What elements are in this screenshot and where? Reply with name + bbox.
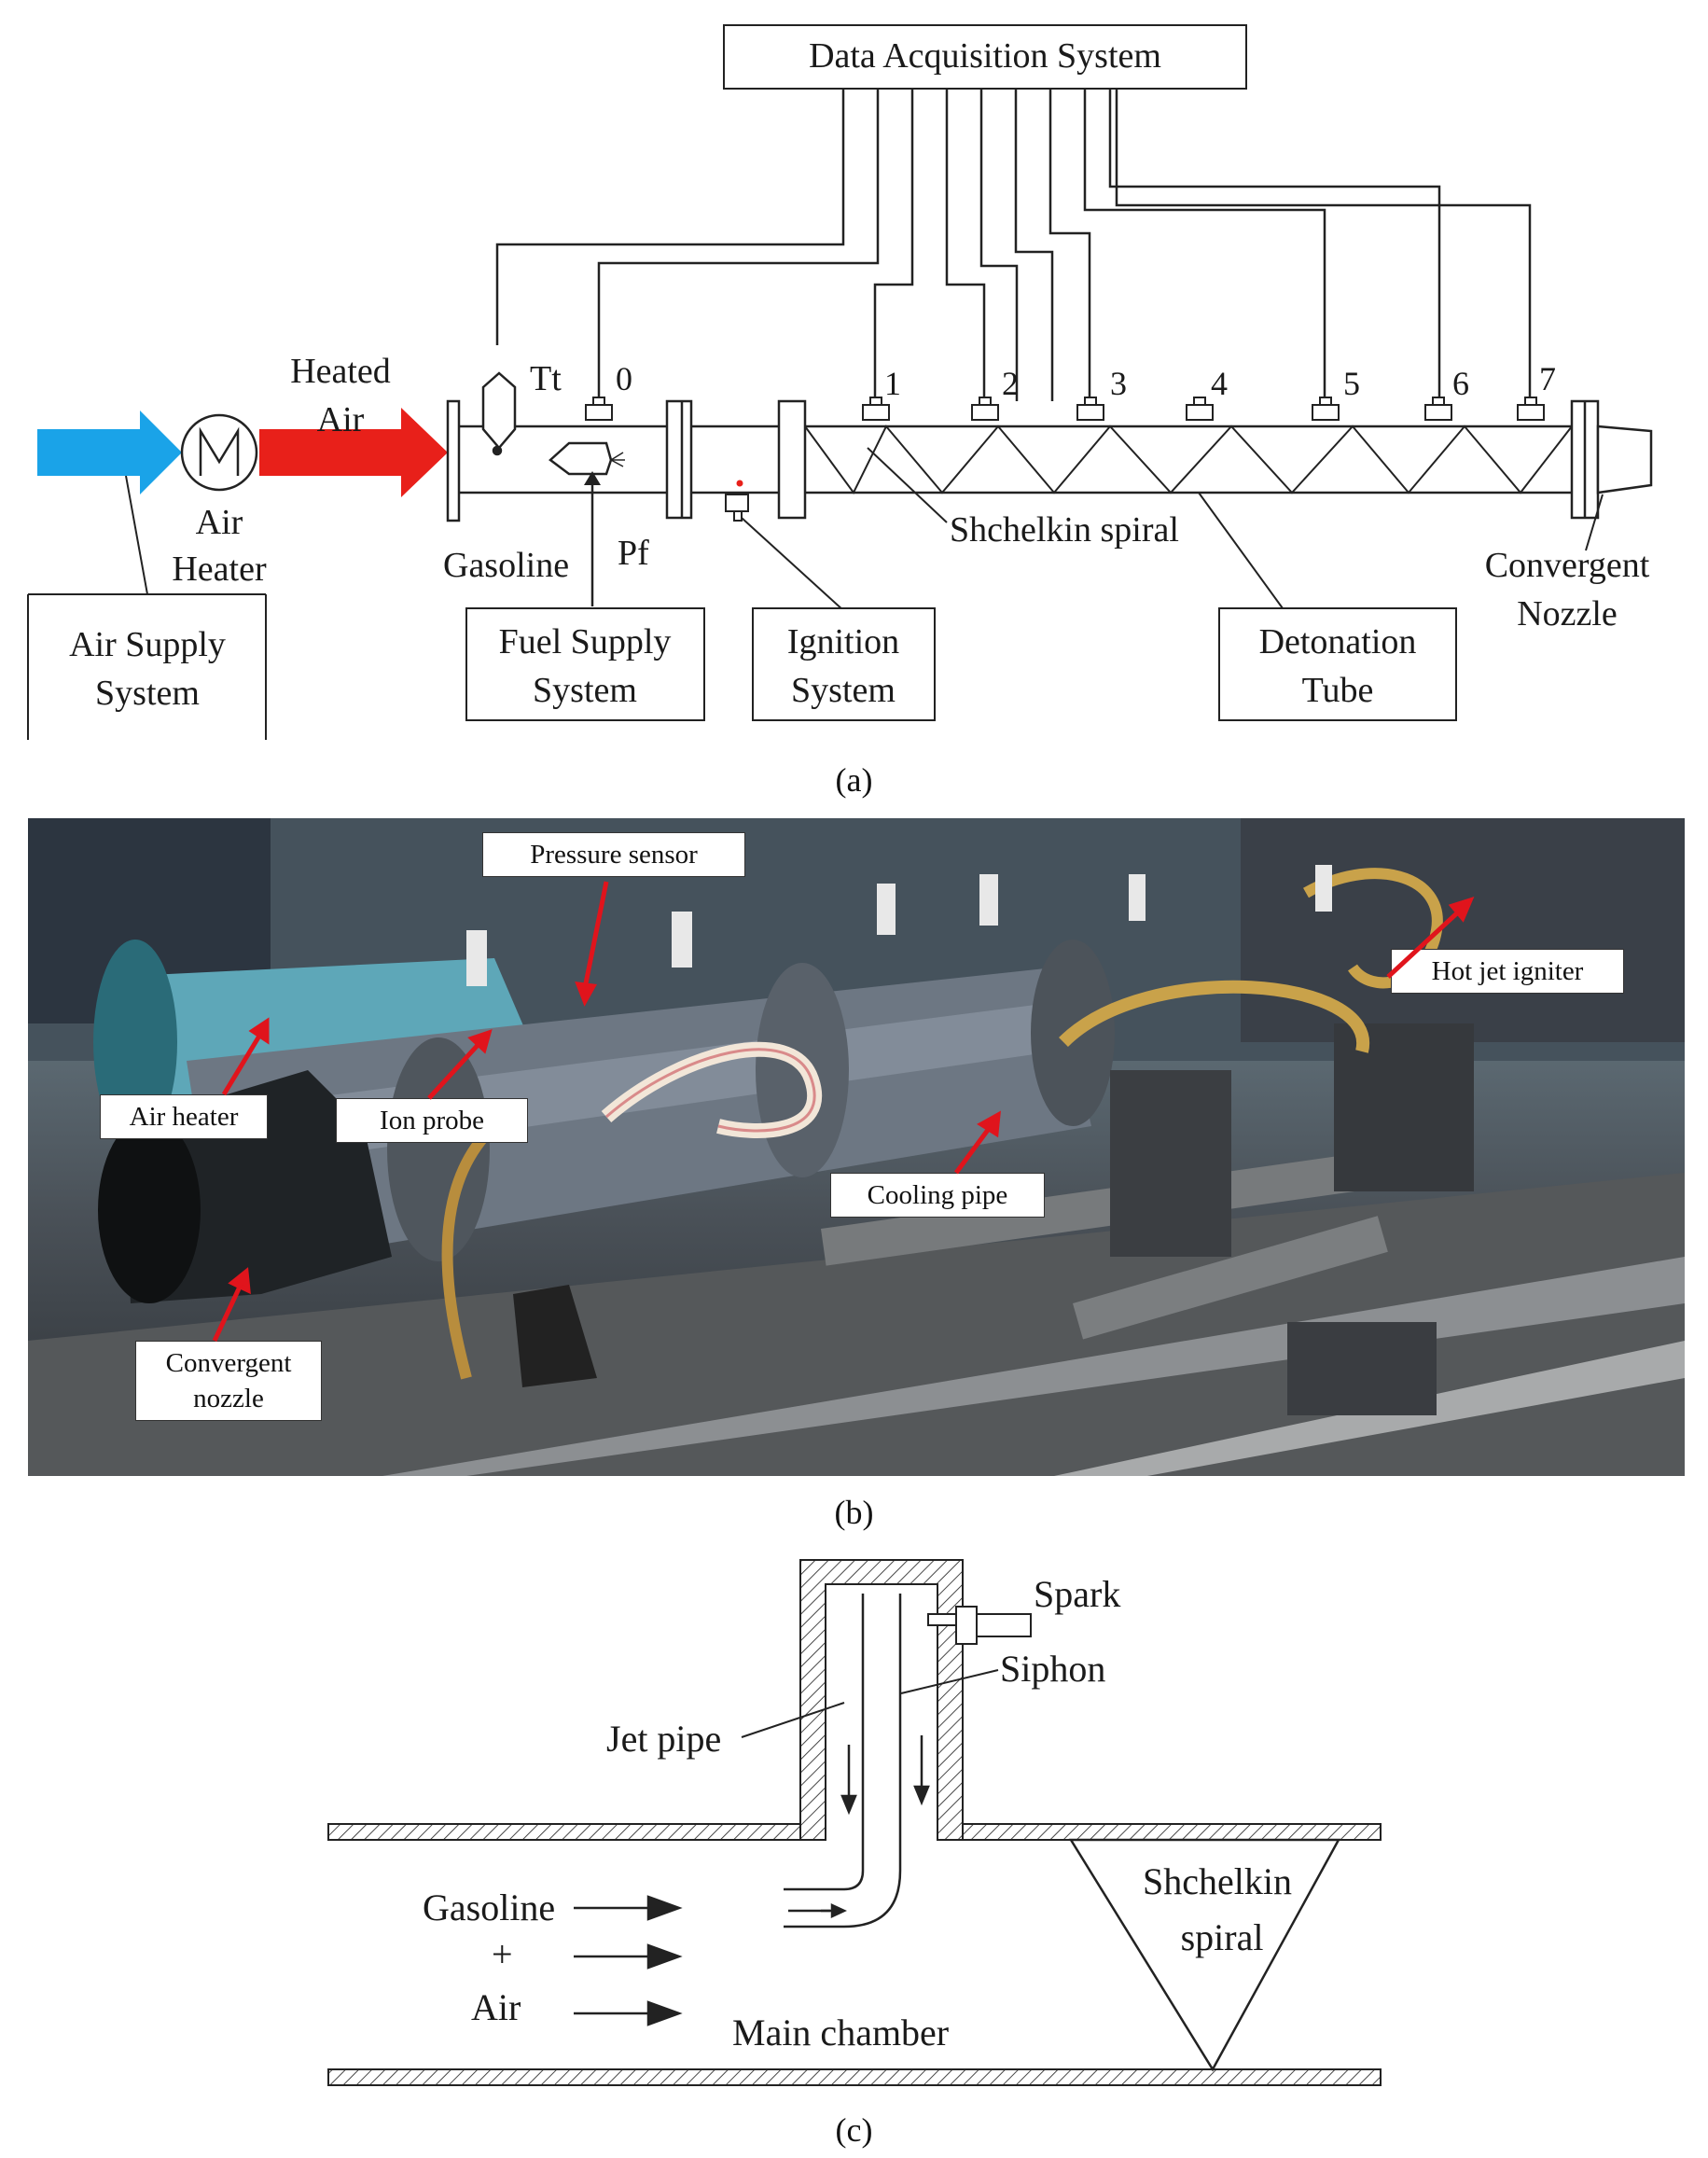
fuel-feed-arrowhead bbox=[584, 471, 601, 485]
air-heater-line1: Air bbox=[196, 503, 243, 542]
inflow-arrows bbox=[574, 1895, 683, 2026]
air-c-label: Air bbox=[471, 1986, 521, 2028]
daq-wiring bbox=[495, 89, 1532, 401]
arrow-pressure-sensor bbox=[582, 881, 609, 989]
shchelkin-spiral-schematic bbox=[804, 425, 1573, 494]
photo-arrows bbox=[212, 881, 1475, 1343]
sensor-number-7: 7 bbox=[1539, 360, 1556, 397]
heated-air-line1: Heated bbox=[290, 352, 391, 391]
panel-b-photo: Pressure sensor Hot jet igniter Air heat… bbox=[28, 818, 1685, 1476]
jet-pipe-leader bbox=[741, 1702, 845, 1738]
detonation-line1: Detonation bbox=[1259, 622, 1417, 661]
ignition-device-icon bbox=[725, 480, 845, 612]
daq-box: Data Acquisition System bbox=[723, 24, 1247, 90]
fuel-supply-line1: Fuel Supply bbox=[499, 622, 672, 661]
sensor-number-labels: 0 1 2 3 4 5 6 7 bbox=[616, 360, 1556, 402]
air-heater-line2: Heater bbox=[172, 550, 267, 589]
photo-illustration bbox=[28, 818, 1685, 1476]
daq-title: Data Acquisition System bbox=[809, 36, 1161, 76]
label-air-heater: Air heater bbox=[100, 1094, 268, 1139]
jet-pipe-walls bbox=[327, 1559, 1382, 2086]
sensor-number-1: 1 bbox=[884, 365, 901, 402]
convergent-nozzle-line2: nozzle bbox=[193, 1384, 264, 1413]
caption-c: (c) bbox=[835, 2111, 873, 2149]
spark-plug-icon bbox=[927, 1606, 1032, 1645]
sensor-number-3: 3 bbox=[1110, 365, 1127, 402]
arrow-hot-jet bbox=[1386, 908, 1463, 979]
fuel-supply-line2: System bbox=[533, 671, 637, 710]
jet-pipe-label: Jet pipe bbox=[606, 1718, 721, 1760]
nozzle-leader bbox=[1585, 494, 1604, 551]
gasoline-label: Gasoline bbox=[443, 546, 569, 585]
air-supply-line2: System bbox=[95, 674, 200, 713]
air-supply-box: Air Supply System bbox=[27, 475, 267, 740]
air-heater-icon bbox=[180, 413, 258, 492]
nozzle-line1: Convergent bbox=[1485, 546, 1650, 585]
ignition-system-box: Ignition System bbox=[752, 607, 936, 721]
main-chamber-label: Main chamber bbox=[732, 2012, 949, 2054]
detonation-tube-body bbox=[446, 399, 1653, 522]
heated-air-line2: Air bbox=[317, 400, 365, 439]
fuel-supply-box: Fuel Supply System bbox=[465, 607, 705, 721]
panel-a-schematic: Data Acquisition System Air Supply Syste… bbox=[27, 24, 1653, 740]
fuel-injector-icon bbox=[549, 441, 625, 476]
siphon-label: Siphon bbox=[1000, 1648, 1105, 1690]
panel-c-igniter-diagram: Spark Siphon Jet pipe Gasoline + Air Mai… bbox=[327, 1559, 1382, 2086]
arrow-ion-probe bbox=[427, 1040, 482, 1100]
nozzle-line2: Nozzle bbox=[1517, 594, 1618, 633]
spiral-label-a: Shchelkin spiral bbox=[950, 510, 1179, 550]
sensor-number-2: 2 bbox=[1002, 365, 1019, 402]
tt-label: Tt bbox=[530, 359, 562, 398]
label-pressure-sensor: Pressure sensor bbox=[482, 832, 745, 877]
spark-label: Spark bbox=[1034, 1573, 1120, 1615]
label-cooling-pipe: Cooling pipe bbox=[830, 1173, 1045, 1218]
spiral-leader bbox=[867, 447, 948, 523]
label-ion-probe: Ion probe bbox=[336, 1098, 528, 1143]
spiral-c-line1: Shchelkin bbox=[1143, 1860, 1292, 1902]
siphon-leader bbox=[900, 1669, 999, 1694]
sensor-number-0: 0 bbox=[616, 360, 632, 397]
shchelkin-spiral-triangle bbox=[1068, 1838, 1341, 2072]
arrow-cooling-pipe bbox=[953, 1124, 993, 1175]
thermocouple-icon bbox=[481, 371, 517, 456]
gasoline-c-label: Gasoline bbox=[423, 1887, 555, 1928]
siphon-tube bbox=[784, 1594, 902, 1928]
heated-air-arrow bbox=[259, 408, 448, 497]
caption-a: (a) bbox=[835, 761, 873, 799]
convergent-nozzle-line1: Convergent bbox=[165, 1348, 292, 1378]
pf-label: Pf bbox=[618, 534, 649, 573]
cold-air-arrow bbox=[37, 411, 182, 494]
ignition-line2: System bbox=[791, 671, 896, 710]
pressure-sensor-ports bbox=[585, 397, 1545, 421]
sensor-number-6: 6 bbox=[1452, 365, 1469, 402]
ignition-line1: Ignition bbox=[787, 622, 899, 661]
sensor-number-4: 4 bbox=[1211, 365, 1228, 402]
flow-arrows-down bbox=[788, 1735, 930, 1918]
air-supply-line1: Air Supply bbox=[69, 625, 226, 664]
detonation-line2: Tube bbox=[1302, 671, 1374, 710]
detonation-leader bbox=[1198, 492, 1284, 609]
sensor-number-5: 5 bbox=[1343, 365, 1360, 402]
arrow-air-heater bbox=[221, 1031, 264, 1096]
caption-b: (b) bbox=[834, 1494, 874, 1531]
label-convergent-nozzle: Convergent nozzle bbox=[135, 1341, 322, 1421]
detonation-tube-box: Detonation Tube bbox=[1218, 607, 1457, 721]
arrow-nozzle bbox=[212, 1283, 243, 1343]
plus-label: + bbox=[492, 1933, 513, 1975]
spiral-c-line2: spiral bbox=[1181, 1916, 1264, 1958]
